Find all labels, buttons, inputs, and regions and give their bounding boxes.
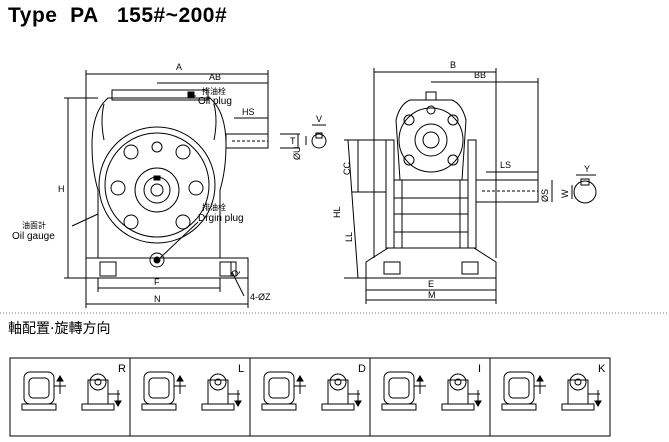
dim-hl-label: HL bbox=[332, 206, 342, 218]
arrangement-box-l: L bbox=[129, 357, 251, 437]
reducer-side-icon bbox=[321, 373, 355, 411]
side-dimension-labels: B BB LS CC HL LL ØS W Y E M bbox=[332, 60, 590, 300]
arrangement-box-d: D bbox=[249, 357, 371, 437]
front-hub bbox=[134, 167, 180, 213]
rotation-arrow-icon bbox=[294, 375, 362, 407]
reducer-side-icon bbox=[81, 373, 115, 411]
dim-f-label: F bbox=[154, 277, 160, 287]
drain-plug-cn-label: 排油栓 bbox=[202, 202, 226, 212]
reducer-front-icon bbox=[501, 371, 537, 411]
dim-z-label: 4-ØZ bbox=[250, 292, 271, 302]
front-base bbox=[85, 257, 249, 279]
front-housing bbox=[98, 126, 216, 244]
dim-ll-label: LL bbox=[344, 232, 354, 242]
side-view bbox=[344, 68, 597, 304]
dim-ab-label: AB bbox=[209, 72, 221, 82]
rotation-arrow-icon bbox=[414, 375, 482, 407]
oil-gauge-label: Oil gauge bbox=[12, 231, 55, 242]
dim-m-label: M bbox=[428, 290, 436, 300]
oil-gauge-cn-label: 油面計 bbox=[22, 220, 46, 230]
front-dimension-labels: A AB HS V T ØU H F N Q 4-ØZ 排油栓 Oil plug… bbox=[12, 62, 322, 304]
dim-a-label: A bbox=[176, 62, 182, 72]
dim-hs-label: HS bbox=[242, 107, 255, 117]
arrangement-letter: K bbox=[598, 363, 606, 375]
dim-w-label: W bbox=[560, 189, 570, 198]
arrangement-letter: D bbox=[358, 363, 366, 375]
reducer-side-icon bbox=[441, 373, 475, 411]
dim-n-label: N bbox=[154, 294, 161, 304]
front-view bbox=[64, 70, 327, 308]
reducer-front-icon bbox=[21, 371, 57, 411]
dim-s-label: ØS bbox=[540, 189, 550, 202]
dim-bb-label: BB bbox=[474, 70, 486, 80]
rotation-arrow-icon bbox=[174, 375, 242, 407]
oil-plug-icon bbox=[187, 91, 195, 99]
reducer-front-icon bbox=[141, 371, 177, 411]
oil-plug-cn-label: 排油栓 bbox=[202, 86, 226, 96]
dim-h-label: H bbox=[58, 184, 65, 194]
rotation-arrow-icon bbox=[534, 375, 602, 407]
dim-ls-label: LS bbox=[500, 160, 511, 170]
arrangement-box-i: I bbox=[369, 357, 491, 437]
dim-cc-label: CC bbox=[342, 162, 352, 175]
dim-t-label: T bbox=[290, 136, 296, 146]
side-worm-housing bbox=[395, 99, 467, 181]
arrangement-letter: L bbox=[238, 363, 244, 375]
dim-q-label: Q bbox=[230, 270, 240, 277]
oil-plug-label: Oil plug bbox=[198, 96, 232, 107]
reducer-side-icon bbox=[561, 373, 595, 411]
drain-plug-label: Drgin plug bbox=[198, 213, 244, 224]
page-title: Type PA 155#~200# bbox=[8, 4, 228, 27]
section-title: 軸配置·旋轉方向 bbox=[8, 321, 111, 337]
front-body bbox=[91, 97, 227, 259]
arrangement-letter: I bbox=[478, 363, 481, 375]
dim-e-label: E bbox=[428, 279, 434, 289]
dim-y-label: Y bbox=[584, 164, 590, 174]
reducer-front-icon bbox=[381, 371, 417, 411]
dim-v-label: V bbox=[316, 114, 322, 124]
rotation-arrow-icon bbox=[54, 375, 122, 407]
dim-u-label: ØU bbox=[292, 147, 302, 161]
arrangement-box-k: K bbox=[489, 357, 611, 437]
arrangement-box-r: R bbox=[9, 357, 131, 437]
dim-b-label: B bbox=[450, 60, 456, 70]
reducer-side-icon bbox=[201, 373, 235, 411]
arrangement-letter: R bbox=[118, 363, 126, 375]
drain-plug-icon bbox=[149, 252, 165, 268]
reducer-front-icon bbox=[261, 371, 297, 411]
